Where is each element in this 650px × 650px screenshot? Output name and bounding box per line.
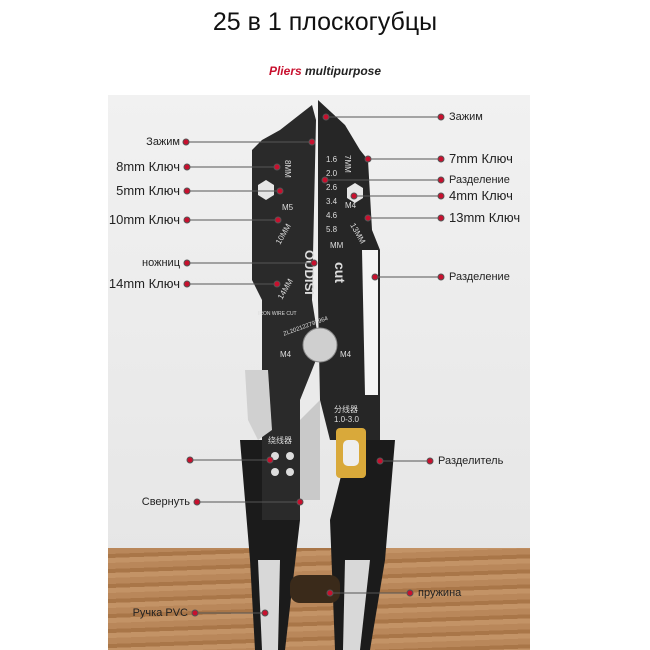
- mark-8mm: 8MM: [283, 160, 292, 178]
- mark-size-5: 4.6: [326, 211, 338, 220]
- mark-m4-left: M4: [280, 350, 292, 359]
- spring: [290, 575, 340, 603]
- mark-m4-right: M4: [340, 350, 352, 359]
- label-13mm-wrench: 13mm Ключ: [449, 210, 521, 225]
- subtitle-rest: multipurpose: [301, 64, 382, 78]
- mark-size-6: 5.8: [326, 225, 338, 234]
- label-10mm-wrench: 10mm Ключ: [108, 212, 180, 227]
- subtitle: Pliers multipurpose: [0, 64, 650, 78]
- mark-size-4: 3.4: [326, 197, 338, 206]
- label-separation-1: Разделение: [449, 174, 510, 186]
- subtitle-brand: Pliers: [268, 64, 302, 78]
- label-7mm-wrench: 7mm Ключ: [449, 151, 513, 166]
- label-pvc-handle: Ручка PVC: [132, 607, 188, 619]
- mark-cut: cut: [332, 262, 348, 283]
- mark-splitter: 分线器: [334, 404, 358, 414]
- callouts: [182, 113, 445, 617]
- label-4mm-wrench: 4mm Ключ: [449, 188, 513, 203]
- page-title: 25 в 1 плоскогубцы: [212, 8, 438, 36]
- mark-iron: IRON WIRE CUT: [258, 311, 297, 317]
- mark-winder: 绕线器: [268, 435, 292, 445]
- mark-mm: MM: [330, 241, 344, 250]
- label-clamp-right: Зажим: [449, 111, 483, 123]
- mark-m5: M5: [282, 203, 294, 212]
- mark-m4-upper: M4: [345, 201, 357, 210]
- mark-size-2: 2.0: [326, 169, 338, 178]
- label-scissors: ножниц: [142, 257, 180, 269]
- label-8mm-wrench: 8mm Ключ: [116, 159, 180, 174]
- label-clamp-left: Зажим: [146, 136, 180, 148]
- mark-size-3: 2.6: [326, 183, 338, 192]
- label-5mm-wrench: 5mm Ключ: [116, 183, 180, 198]
- label-spring: пружина: [418, 587, 462, 599]
- label-separation-2: Разделение: [449, 271, 510, 283]
- mark-brand: OUDISI: [302, 250, 317, 295]
- mark-splitter-range: 1.0-3.0: [334, 415, 359, 424]
- mark-size-1: 1.6: [326, 155, 338, 164]
- label-splitter: Разделитель: [438, 455, 504, 467]
- label-14mm-wrench: 14mm Ключ: [108, 276, 180, 291]
- mark-7mm: 7MM: [343, 155, 352, 173]
- label-wind: Свернуть: [141, 496, 190, 508]
